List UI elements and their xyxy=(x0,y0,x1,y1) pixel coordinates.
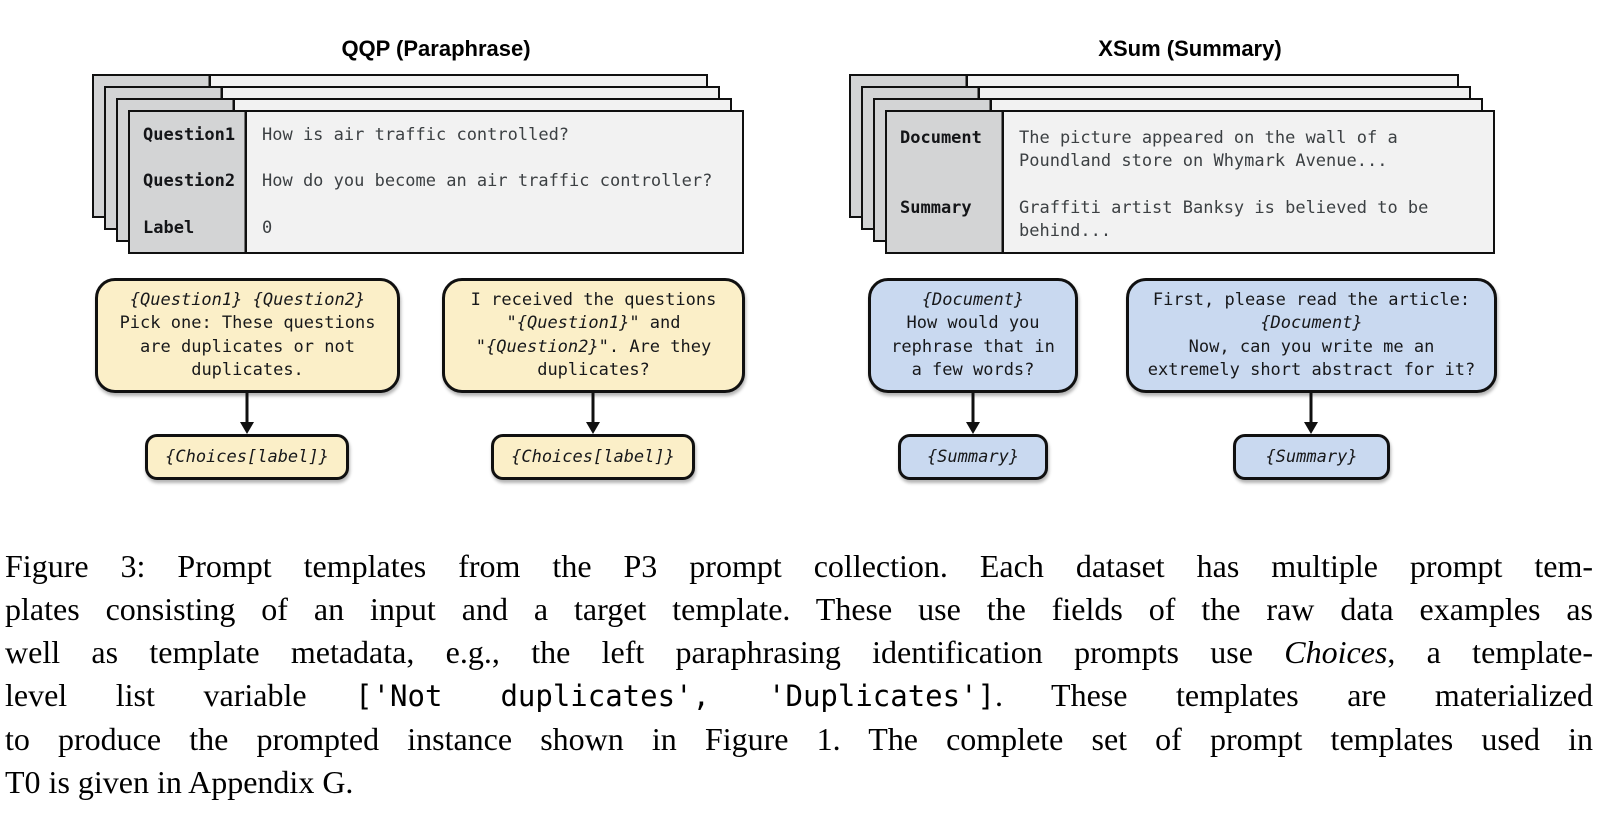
qqp-input-template-2: I received the questions "{Question1}" an… xyxy=(442,278,745,393)
qqp-dataset-card-stack: Question1 How is air traffic controlled? Q… xyxy=(92,74,748,258)
template-text-line: "{Question2}". Are they xyxy=(475,336,712,357)
arrow-down-icon xyxy=(966,392,980,434)
template-text-line: {Document} xyxy=(921,289,1025,310)
field-label: Summary xyxy=(900,198,972,218)
field-value: The picture appeared on the wall of a Po… xyxy=(1019,128,1398,171)
template-text-line: I received the questions xyxy=(470,289,717,310)
caption-line: well as template metadata, e.g., the lef… xyxy=(5,634,1594,670)
qqp-panel-title: QQP (Paraphrase) xyxy=(341,36,531,61)
caption-line: T0 is given in Appendix G. xyxy=(5,764,354,800)
template-text-line: duplicates? xyxy=(537,360,650,380)
template-text-line: {Document} xyxy=(1260,313,1363,333)
caption-line: Figure 3: Prompt templates from the P3 p… xyxy=(5,548,1593,584)
xsum-input-template-2: First, please read the article: {Document… xyxy=(1126,278,1497,393)
arrow-down-icon xyxy=(586,392,600,434)
template-text-line: a few words? xyxy=(911,360,1035,380)
field-label: Question2 xyxy=(143,171,236,192)
qqp-target-template-1: {Choices[label]} xyxy=(145,434,349,480)
caption-line: level list variable ['Not duplicates', '… xyxy=(5,677,1594,713)
template-text-line: extremely short abstract for it? xyxy=(1147,360,1476,380)
xsum-input-template-1: {Document} How would you rephrase that in a… xyxy=(868,278,1078,393)
template-text-line: "{Question1}" and xyxy=(506,313,681,333)
xsum-panel-title: XSum (Summary) xyxy=(1098,36,1282,61)
template-text-line: Now, can you write me an xyxy=(1188,336,1435,357)
qqp-target-template-2: {Choices[label]} xyxy=(491,434,695,480)
field-label: Question1 xyxy=(143,124,236,145)
xsum-dataset-card-stack: Document The picture appeared on the wall… xyxy=(849,74,1499,258)
template-text-line: rephrase that in xyxy=(891,336,1055,357)
field-label: Label xyxy=(143,218,195,239)
template-text-line: How would you xyxy=(906,313,1040,333)
template-text-line: are duplicates or not xyxy=(140,336,355,357)
template-text-line: First, please read the article: xyxy=(1152,289,1471,310)
caption-line: to produce the prompted instance shown i… xyxy=(5,721,1593,757)
xsum-dataset-card: Document The picture appeared on the wall… xyxy=(885,110,1495,254)
field-label: Document xyxy=(900,128,982,148)
template-text-line: {Question1} {Question2} xyxy=(129,289,366,310)
template-text-line: duplicates. xyxy=(191,360,304,380)
field-value: How do you become an air traffic control… xyxy=(262,171,713,192)
xsum-target-template-1: {Summary} xyxy=(898,434,1048,480)
field-value: Graffiti artist Banksy is believed to be… xyxy=(1019,198,1429,241)
xsum-target-template-2: {Summary} xyxy=(1233,434,1390,480)
arrow-down-icon xyxy=(240,392,254,434)
qqp-input-template-1: {Question1} {Question2} Pick one: These q… xyxy=(95,278,400,393)
template-text-line: Pick one: These questions xyxy=(119,313,376,333)
qqp-dataset-card: Question1 How is air traffic controlled? Q… xyxy=(128,110,744,254)
figure-caption: Figure 3: Prompt templates from the P3 p… xyxy=(5,545,1593,804)
field-value: 0 xyxy=(262,218,273,239)
caption-line: plates consisting of an input and a targ… xyxy=(5,591,1593,627)
field-value: How is air traffic controlled? xyxy=(262,124,570,145)
arrow-down-icon xyxy=(1304,392,1318,434)
